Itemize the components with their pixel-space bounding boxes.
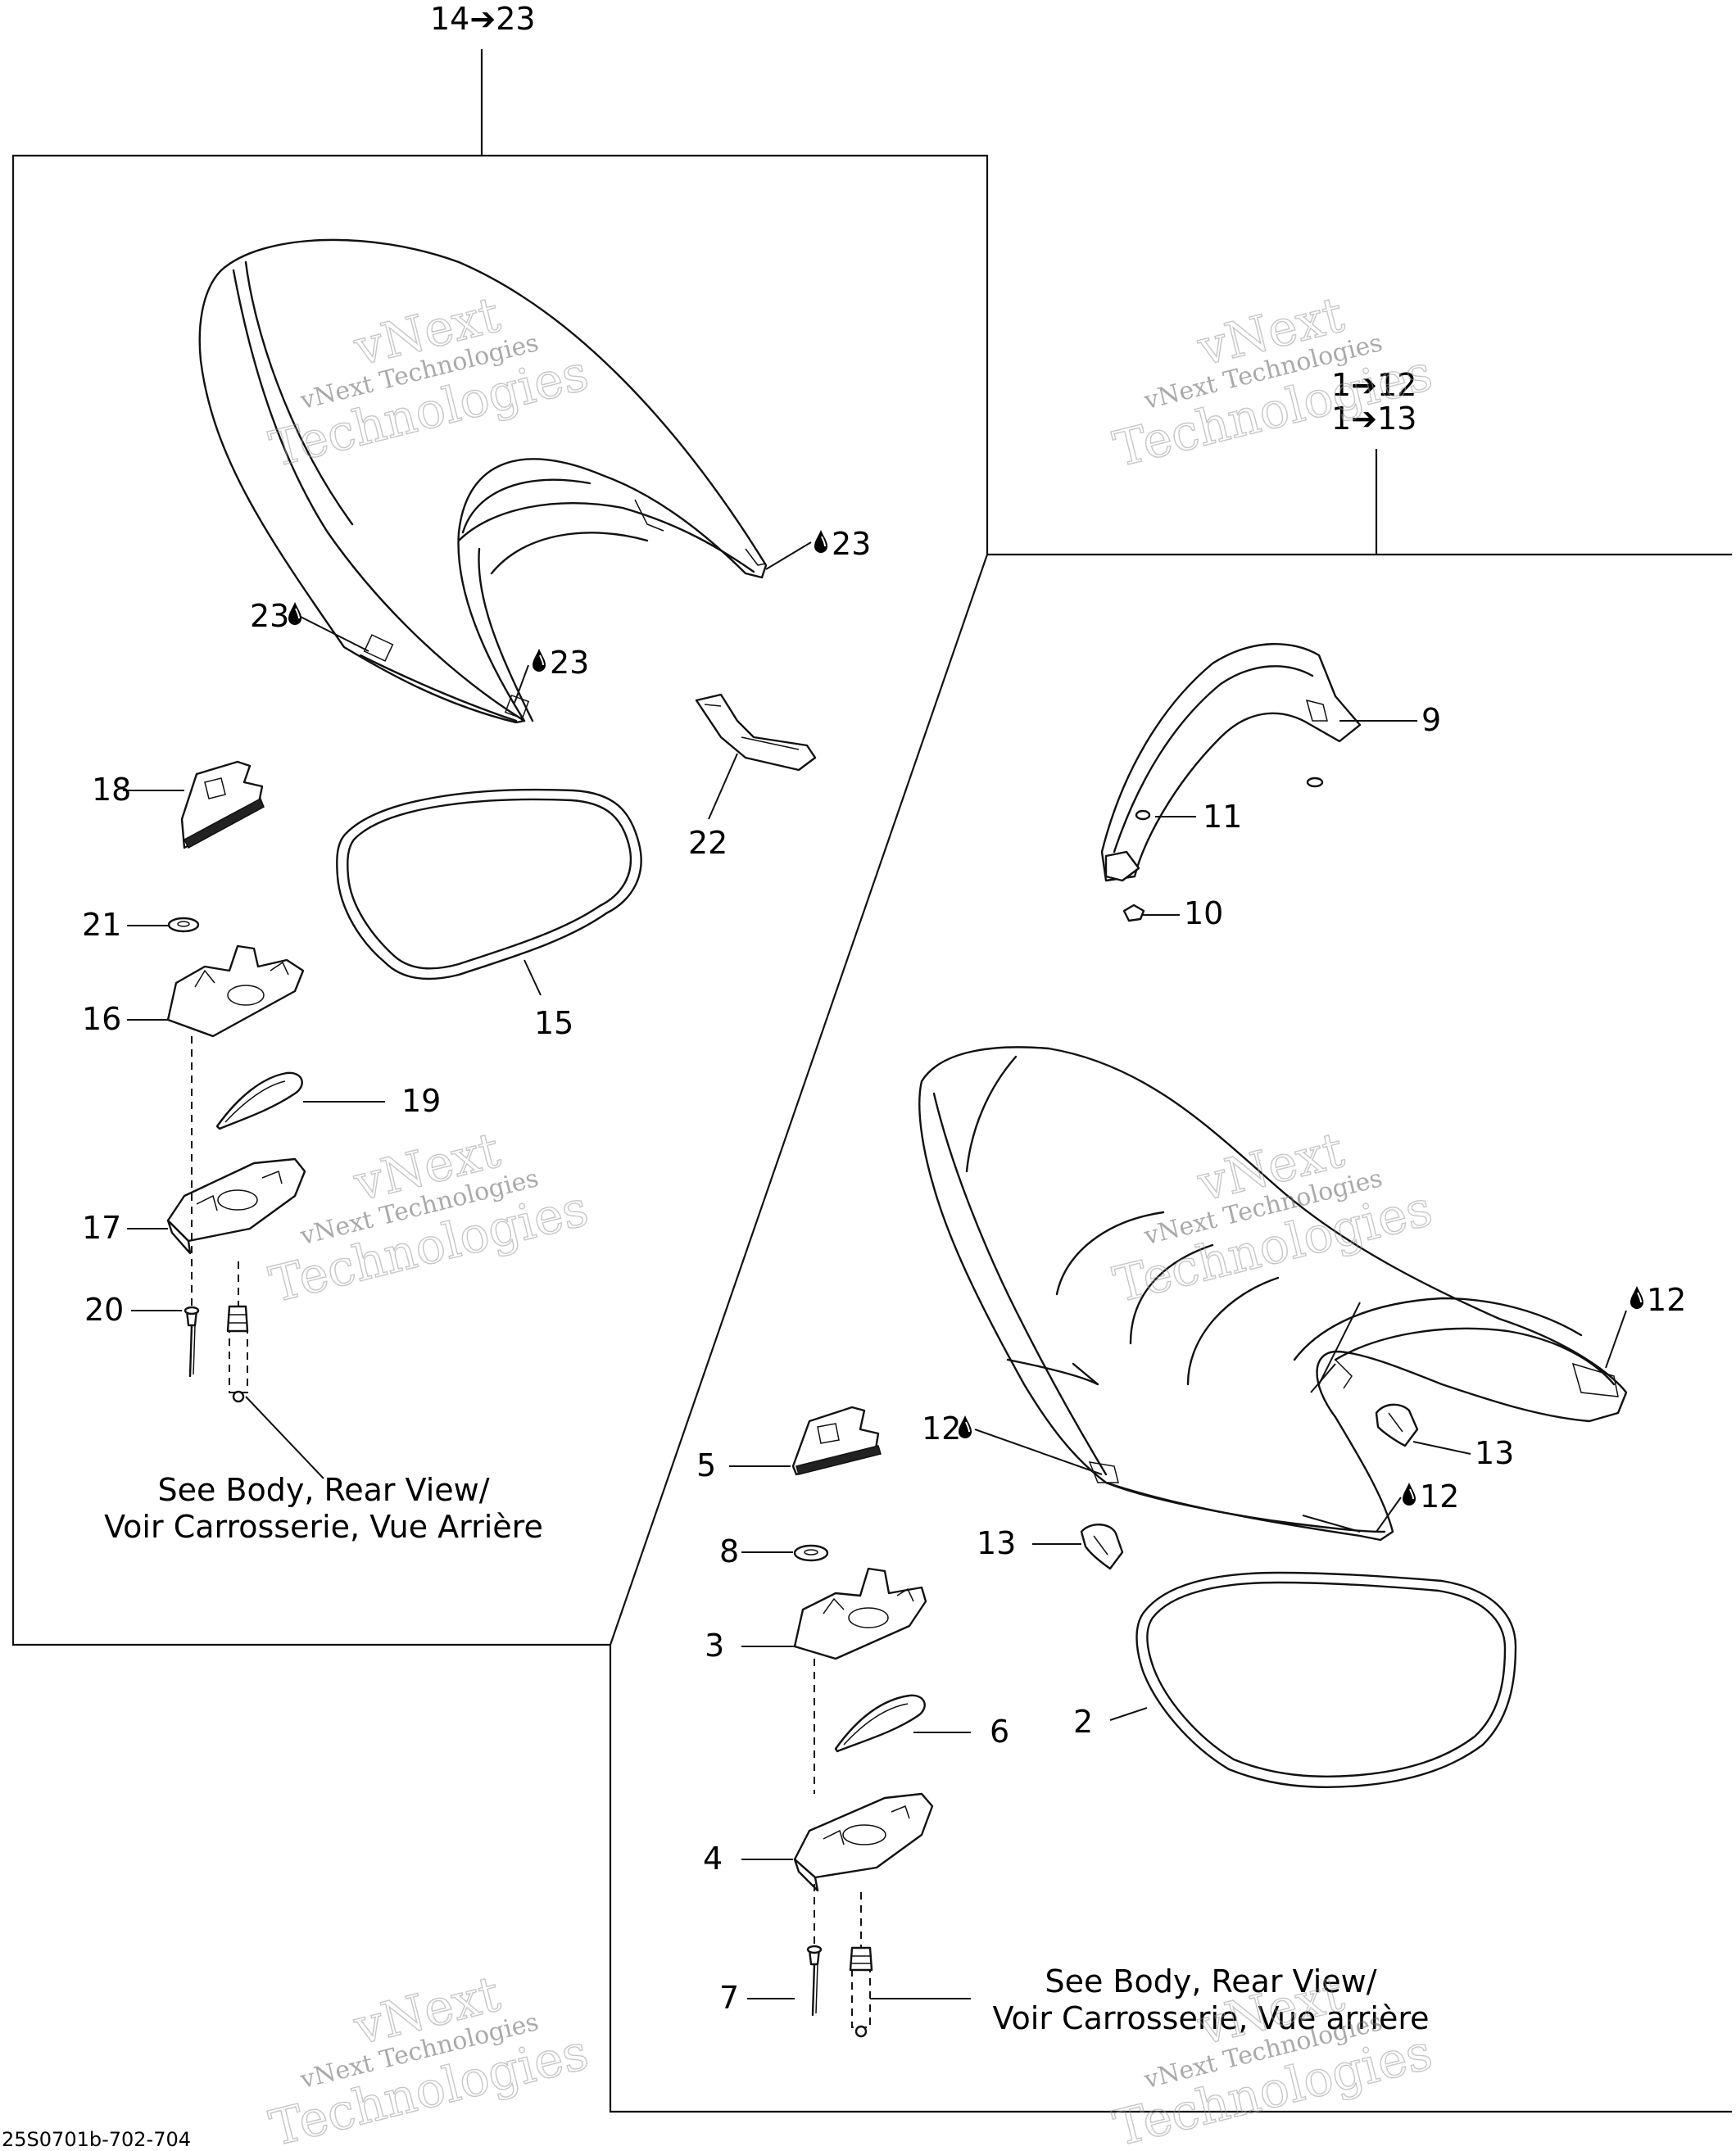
- callout-7: 7: [719, 1980, 739, 2016]
- front-fastener-10: [1122, 903, 1145, 922]
- callout-8: 8: [719, 1533, 739, 1569]
- note-front-line1: See Body, Rear View/: [1045, 1963, 1376, 1999]
- watermark: vNext vNext Technologies Technologies: [264, 1965, 595, 2151]
- callout-2: 2: [1073, 1704, 1093, 1740]
- callout-4: 4: [703, 1841, 723, 1877]
- callout-13b: 13: [977, 1525, 1016, 1561]
- callout-12b: 12: [922, 1411, 961, 1447]
- rear-latch: [180, 760, 265, 849]
- front-seal-loop: [1135, 1571, 1517, 1789]
- callout-19: 19: [401, 1083, 441, 1119]
- callout-11: 11: [1203, 799, 1242, 835]
- callout-9: 9: [1421, 702, 1441, 738]
- group-label-front-1: 1➔12: [1331, 367, 1416, 403]
- front-screw: [849, 1946, 873, 2038]
- front-fastener-11: [1135, 809, 1151, 821]
- leader-lines: [123, 541, 1627, 1999]
- grease-drop-icon: [531, 647, 547, 673]
- callout-6: 6: [990, 1714, 1009, 1750]
- front-clip-13b: [1080, 1524, 1124, 1570]
- grease-drop-icon: [1629, 1284, 1645, 1311]
- callout-12c: 12: [1420, 1479, 1459, 1515]
- note-rear-line2: Voir Carrosserie, Vue Arrière: [104, 1509, 543, 1545]
- note-front-line2: Voir Carrosserie, Vue arrière: [993, 2000, 1430, 2036]
- front-small-loop: [834, 1694, 926, 1753]
- reference-notes: See Body, Rear View/ Voir Carrosserie, V…: [104, 1472, 1429, 2036]
- grease-drop-icon: [813, 528, 829, 555]
- callout-23c: 23: [550, 645, 589, 681]
- callout-10: 10: [1184, 895, 1223, 931]
- callout-13a: 13: [1475, 1435, 1514, 1471]
- callout-20: 20: [84, 1292, 124, 1328]
- front-bracket: [793, 1567, 927, 1660]
- group-label-front-2: 1➔13: [1331, 401, 1416, 437]
- rear-small-loop: [215, 1071, 303, 1130]
- callout-23b: 23: [250, 598, 289, 634]
- front-latch: [791, 1406, 882, 1476]
- front-rivet: [806, 1945, 823, 2017]
- callout-17: 17: [82, 1210, 121, 1246]
- rear-seal-loop: [336, 788, 642, 980]
- group-label-rear: 14➔23: [430, 1, 536, 37]
- rear-rivet: [184, 1306, 200, 1378]
- callout-16: 16: [82, 1001, 121, 1037]
- rear-seat-strap: [695, 693, 817, 772]
- grease-drop-icon: [1401, 1481, 1417, 1507]
- note-rear-line1: See Body, Rear View/: [157, 1472, 489, 1508]
- group-frame-rear: [11, 49, 989, 1646]
- front-clip-13a: [1375, 1403, 1419, 1447]
- front-base: [793, 1792, 934, 1892]
- callout-5: 5: [696, 1447, 716, 1483]
- rear-bracket: [166, 944, 305, 1038]
- drawing-code: 25S0701b-702-704: [2, 2128, 191, 2151]
- callout-12a: 12: [1647, 1282, 1686, 1318]
- callout-23a: 23: [832, 526, 871, 562]
- group-frame-front: [609, 449, 1732, 2113]
- callout-21: 21: [82, 907, 121, 943]
- front-seat-band: [1100, 642, 1362, 882]
- callout-18: 18: [92, 772, 131, 808]
- callouts: 2 3 4 5 6 7 8 9 10 11 12 12 12 13 13 15 …: [82, 526, 1686, 2016]
- front-washer: [793, 1544, 829, 1562]
- watermark: vNext vNext Technologies Technologies: [1108, 286, 1439, 479]
- rear-washer: [167, 917, 200, 933]
- callout-15: 15: [534, 1005, 573, 1041]
- grease-drop-icon: [287, 600, 303, 627]
- watermark: vNext vNext Technologies Technologies: [264, 1121, 595, 1315]
- rear-seat-cover: [198, 238, 768, 724]
- callout-3: 3: [705, 1628, 724, 1664]
- rear-screw: [226, 1305, 249, 1403]
- callout-22: 22: [688, 825, 727, 861]
- front-seat-cover: [918, 1046, 1628, 1542]
- rear-base: [166, 1157, 306, 1255]
